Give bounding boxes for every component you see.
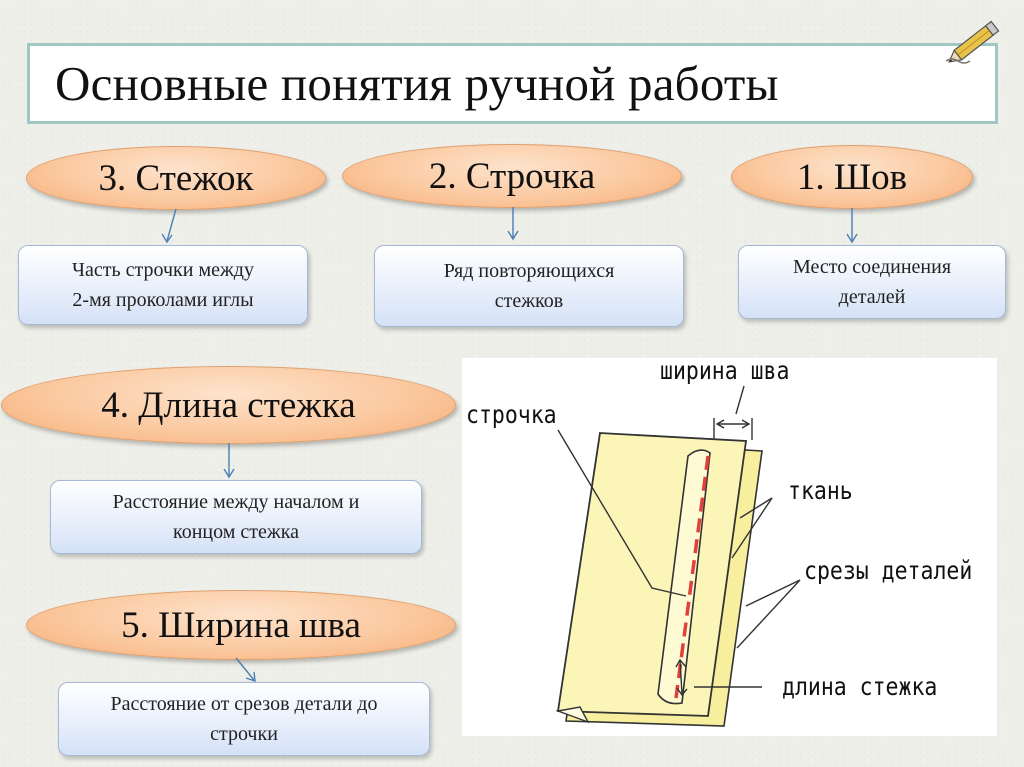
leader-line <box>739 497 773 519</box>
concept-oval-stitch: 3. Стежок <box>26 146 326 210</box>
definition-line: Часть строчки между <box>72 259 254 281</box>
concept-heading: 4. Длина стежка <box>101 384 356 426</box>
leader-line <box>745 579 801 607</box>
concept-oval-stitch-length: 4. Длина стежка <box>1 366 456 444</box>
seam-diagram: ширина шва строчка ткань срезы деталей д… <box>462 356 997 736</box>
concept-definition-stitch: Часть строчки между 2-мя проколами иглы <box>18 245 308 325</box>
concept-heading: 1. Шов <box>796 156 908 198</box>
arrow-icon <box>223 443 235 479</box>
arrow-icon <box>507 207 519 241</box>
concept-oval-stitch-line: 2. Строчка <box>342 144 682 208</box>
concept-definition-seam: Место соединения деталей <box>738 245 1006 319</box>
leader-line <box>736 579 801 649</box>
definition-line: Ряд повторяющихся <box>443 260 615 282</box>
definition-line: деталей <box>838 286 906 308</box>
leader-line <box>731 497 773 559</box>
definition-line: стежков <box>494 290 564 312</box>
pencil-icon <box>945 20 1000 64</box>
definition-line: Расстояние между началом и <box>112 491 360 513</box>
seam-diagram-drawing <box>555 385 801 727</box>
definition-line: 2-мя проколами иглы <box>72 289 254 311</box>
concept-definition-stitch-line: Ряд повторяющихся стежков <box>374 245 684 327</box>
definition-line: концом стежка <box>173 521 299 543</box>
arrow-icon <box>161 208 177 244</box>
leader-line <box>557 429 687 597</box>
title-box: Основные понятия ручной работы <box>27 43 998 124</box>
definition-line: Место соединения <box>792 256 952 278</box>
label-stitch-line: строчка <box>466 400 557 429</box>
concept-heading: 2. Строчка <box>428 155 596 197</box>
seam-allowance <box>657 449 711 705</box>
arrow-icon <box>846 208 858 244</box>
arrow-icon <box>235 657 256 683</box>
definition-line: строчки <box>210 723 278 745</box>
concept-definition-stitch-length: Расстояние между началом и концом стежка <box>50 480 422 554</box>
concept-heading: 5. Ширина шва <box>121 604 361 646</box>
concept-heading: 3. Стежок <box>98 157 254 199</box>
label-seam-width: ширина шва <box>660 356 790 385</box>
page-title: Основные понятия ручной работы <box>55 56 779 111</box>
label-edges: срезы деталей <box>804 556 973 585</box>
label-fabric: ткань <box>788 476 853 505</box>
concept-oval-seam: 1. Шов <box>731 145 973 209</box>
concept-definition-seam-width: Расстояние от срезов детали до строчки <box>58 682 430 756</box>
concept-oval-seam-width: 5. Ширина шва <box>26 590 456 660</box>
label-stitch-length: длина стежка <box>782 672 938 701</box>
corner-fold <box>555 706 590 724</box>
definition-line: Расстояние от срезов детали до <box>110 693 378 715</box>
